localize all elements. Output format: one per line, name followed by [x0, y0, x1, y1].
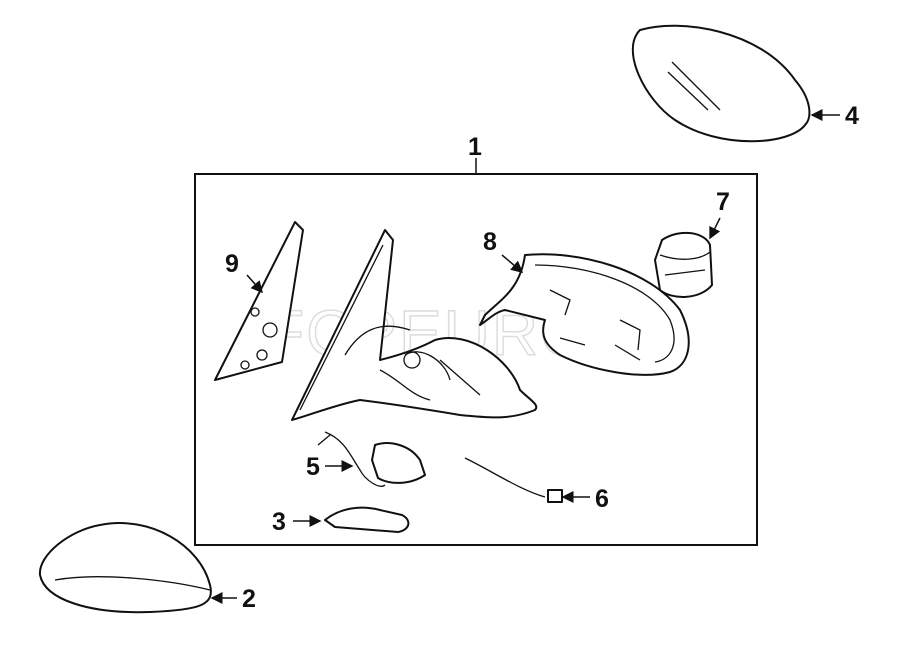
callout-6: 6	[595, 485, 609, 513]
part-6-wiring-harness[interactable]	[464, 457, 563, 503]
callout-7: 7	[716, 188, 730, 216]
leader-lines	[210, 109, 840, 604]
callout-9: 9	[225, 250, 239, 278]
callout-8: 8	[483, 228, 497, 256]
callout-4: 4	[845, 102, 859, 130]
part-9-triangle-glass[interactable]	[214, 221, 304, 381]
part-3-trim-piece[interactable]	[324, 506, 410, 533]
callout-2: 2	[242, 585, 256, 613]
callout-1: 1	[468, 133, 482, 161]
part-1-mirror-base[interactable]	[291, 229, 538, 421]
part-8-mirror-housing[interactable]	[479, 253, 690, 376]
part-5-turn-signal-bracket[interactable]	[317, 431, 426, 487]
callout-3: 3	[272, 508, 286, 536]
part-4-mirror-glass[interactable]	[631, 24, 811, 143]
part-7-mirror-motor[interactable]	[654, 231, 713, 298]
callout-5: 5	[306, 453, 320, 481]
part-2-cap-cover[interactable]	[38, 522, 212, 614]
